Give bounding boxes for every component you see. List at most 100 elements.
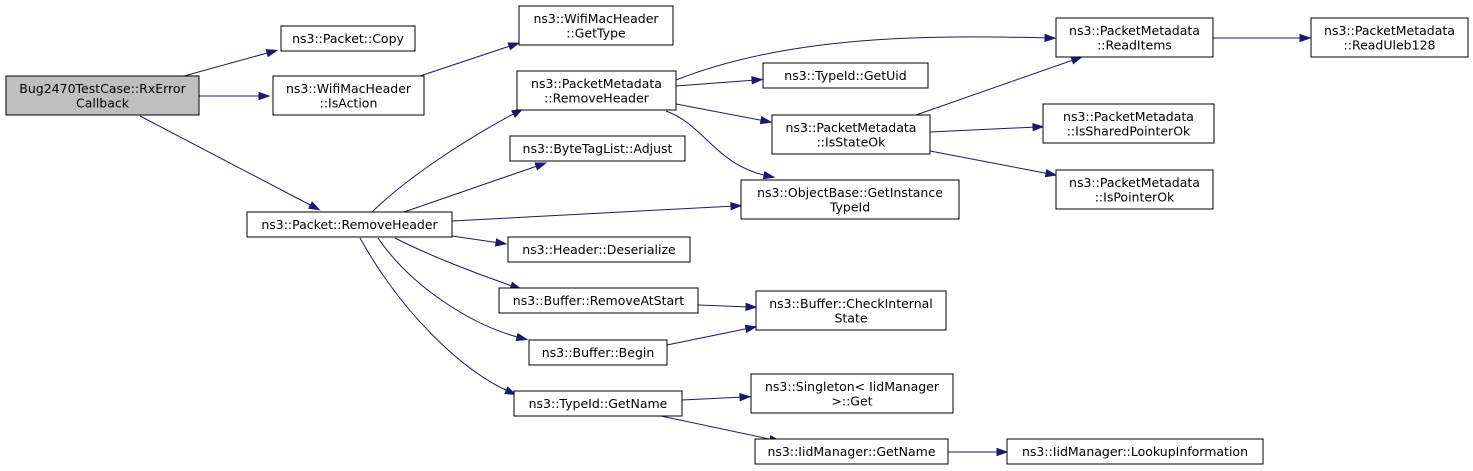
node-typeid-get-name[interactable]: ns3::TypeId::GetName xyxy=(513,390,683,417)
edge-pm-is-state-ok-to-pm-is-pointer-ok xyxy=(929,150,1058,178)
node-label-line: State xyxy=(834,310,867,325)
node-label-line: ns3::TypeId::GetName xyxy=(529,396,668,411)
node-label-line: ns3::ObjectBase::GetInstance xyxy=(757,185,943,200)
node-label-line: Callback xyxy=(76,95,130,110)
edge-packet-remove-header-to-buffer-remove-at-start xyxy=(394,237,523,290)
edge-pm-remove-header-to-objectbase-get-instance-typeid xyxy=(665,110,776,180)
node-box xyxy=(750,373,954,414)
node-label-line: ns3::Singleton< IidManager xyxy=(765,379,940,394)
node-label-line: ns3::PacketMetadata xyxy=(1069,175,1200,190)
node-iidmanager-lookup-information[interactable]: ns3::IidManager::LookupInformation xyxy=(1006,438,1264,465)
node-label-line: ns3::Buffer::Begin xyxy=(542,345,655,360)
node-label-line: ::ReadUleb128 xyxy=(1344,37,1436,52)
node-label-line: ::ReadItems xyxy=(1097,37,1172,52)
node-label-line: TypeId xyxy=(829,199,870,214)
node-box xyxy=(513,390,683,417)
node-packet-copy[interactable]: ns3::Packet::Copy xyxy=(280,25,416,52)
node-label-line: Bug2470TestCase::RxError xyxy=(19,81,186,96)
node-wifi-is-action[interactable]: ns3::WifiMacHeader::IsAction xyxy=(272,75,425,116)
call-edges xyxy=(139,33,1312,457)
node-label-line: ns3::PacketMetadata xyxy=(531,76,662,91)
node-label-line: ::GetType xyxy=(566,25,626,40)
node-box xyxy=(1055,169,1214,210)
edge-pm-remove-header-to-typeid-get-uid xyxy=(675,76,764,87)
node-label-line: ns3::Packet::Copy xyxy=(292,31,404,46)
node-label-line: ns3::TypeId::GetUid xyxy=(784,68,906,83)
node-typeid-get-uid[interactable]: ns3::TypeId::GetUid xyxy=(762,62,929,89)
node-box xyxy=(518,5,674,46)
edge-packet-remove-header-to-buffer-begin xyxy=(377,237,529,341)
node-label-line: ns3::Packet::RemoveHeader xyxy=(261,217,438,232)
node-box xyxy=(762,62,929,89)
node-label-line: ::IsStateOk xyxy=(817,134,887,149)
node-box xyxy=(754,438,949,465)
node-packet-remove-header[interactable]: ns3::Packet::RemoveHeader xyxy=(246,211,453,238)
node-label-line: ns3::IidManager::GetName xyxy=(767,444,935,459)
node-pm-is-shared-pointer-ok[interactable]: ns3::PacketMetadata::IsSharedPointerOk xyxy=(1042,103,1215,144)
node-wifi-get-type[interactable]: ns3::WifiMacHeader::GetType xyxy=(518,5,674,46)
node-box xyxy=(740,179,960,220)
node-box xyxy=(246,211,453,238)
edge-buffer-begin-to-buffer-check-internal-state xyxy=(666,324,758,346)
node-label-line: ns3::ByteTagList::Adjust xyxy=(523,141,673,156)
node-header-deserialize[interactable]: ns3::Header::Deserialize xyxy=(507,236,691,263)
node-label-line: ns3::PacketMetadata xyxy=(1324,23,1455,38)
node-label-line: ::IsPointerOk xyxy=(1095,189,1175,204)
edge-buffer-remove-at-start-to-buffer-check-internal-state xyxy=(697,302,758,312)
node-pm-remove-header[interactable]: ns3::PacketMetadata::RemoveHeader xyxy=(516,70,677,111)
node-buffer-remove-at-start[interactable]: ns3::Buffer::RemoveAtStart xyxy=(498,287,699,314)
edge-rx-error-callback-to-packet-remove-header xyxy=(139,115,321,211)
node-pm-is-state-ok[interactable]: ns3::PacketMetadata::IsStateOk xyxy=(771,114,931,155)
node-box xyxy=(507,236,691,263)
node-singleton-get[interactable]: ns3::Singleton< IidManager>::Get xyxy=(750,373,954,414)
node-iidmanager-get-name[interactable]: ns3::IidManager::GetName xyxy=(754,438,949,465)
edge-rx-error-callback-to-wifi-is-action xyxy=(199,91,271,101)
edge-pm-remove-header-to-pm-read-items xyxy=(675,33,1057,81)
node-box xyxy=(516,70,677,111)
edge-pm-remove-header-to-pm-is-state-ok xyxy=(675,103,773,125)
node-box xyxy=(771,114,931,155)
node-label-line: ns3::PacketMetadata xyxy=(1069,23,1200,38)
node-box xyxy=(498,287,699,314)
node-label-line: ns3::IidManager::LookupInformation xyxy=(1022,444,1248,459)
node-box xyxy=(755,290,947,331)
node-label-line: ::IsSharedPointerOk xyxy=(1067,123,1191,138)
node-box xyxy=(280,25,416,52)
edge-iidmanager-get-name-to-iidmanager-lookup-information xyxy=(948,447,1009,457)
edge-packet-remove-header-to-header-deserialize xyxy=(451,235,508,247)
node-label-line: ns3::Buffer::RemoveAtStart xyxy=(513,293,685,308)
edge-packet-remove-header-to-objectbase-get-instance-typeid xyxy=(451,202,743,222)
node-pm-is-pointer-ok[interactable]: ns3::PacketMetadata::IsPointerOk xyxy=(1055,169,1214,210)
node-label-line: ns3::WifiMacHeader xyxy=(533,11,659,26)
edge-pm-read-items-to-pm-read-uleb128 xyxy=(1213,33,1312,43)
node-label-line: ns3::Header::Deserialize xyxy=(522,242,676,257)
edge-wifi-is-action-to-wifi-get-type xyxy=(419,42,521,77)
node-box xyxy=(1310,17,1469,58)
node-box xyxy=(272,75,425,116)
node-box xyxy=(5,75,200,116)
edge-packet-remove-header-to-bytetaglist-adjust xyxy=(403,162,548,213)
node-box xyxy=(1006,438,1264,465)
node-pm-read-items[interactable]: ns3::PacketMetadata::ReadItems xyxy=(1055,17,1214,58)
node-box xyxy=(509,135,686,162)
edge-packet-remove-header-to-typeid-get-name xyxy=(359,237,517,396)
node-label-line: ns3::PacketMetadata xyxy=(1063,109,1194,124)
node-label-line: ns3::PacketMetadata xyxy=(786,120,917,135)
node-box xyxy=(1055,17,1214,58)
node-bytetaglist-adjust[interactable]: ns3::ByteTagList::Adjust xyxy=(509,135,686,162)
node-label-line: ::IsAction xyxy=(320,95,378,110)
node-label-line: >::Get xyxy=(831,393,872,408)
edge-rx-error-callback-to-packet-copy xyxy=(183,49,279,77)
node-label-line: ::RemoveHeader xyxy=(544,90,650,105)
function-nodes: Bug2470TestCase::RxErrorCallbackns3::Pac… xyxy=(5,5,1469,465)
node-box xyxy=(1042,103,1215,144)
edge-typeid-get-name-to-singleton-get xyxy=(681,393,752,402)
node-pm-read-uleb128[interactable]: ns3::PacketMetadata::ReadUleb128 xyxy=(1310,17,1469,58)
node-box xyxy=(528,339,668,366)
node-label-line: ns3::Buffer::CheckInternal xyxy=(769,296,933,311)
node-buffer-begin[interactable]: ns3::Buffer::Begin xyxy=(528,339,668,366)
